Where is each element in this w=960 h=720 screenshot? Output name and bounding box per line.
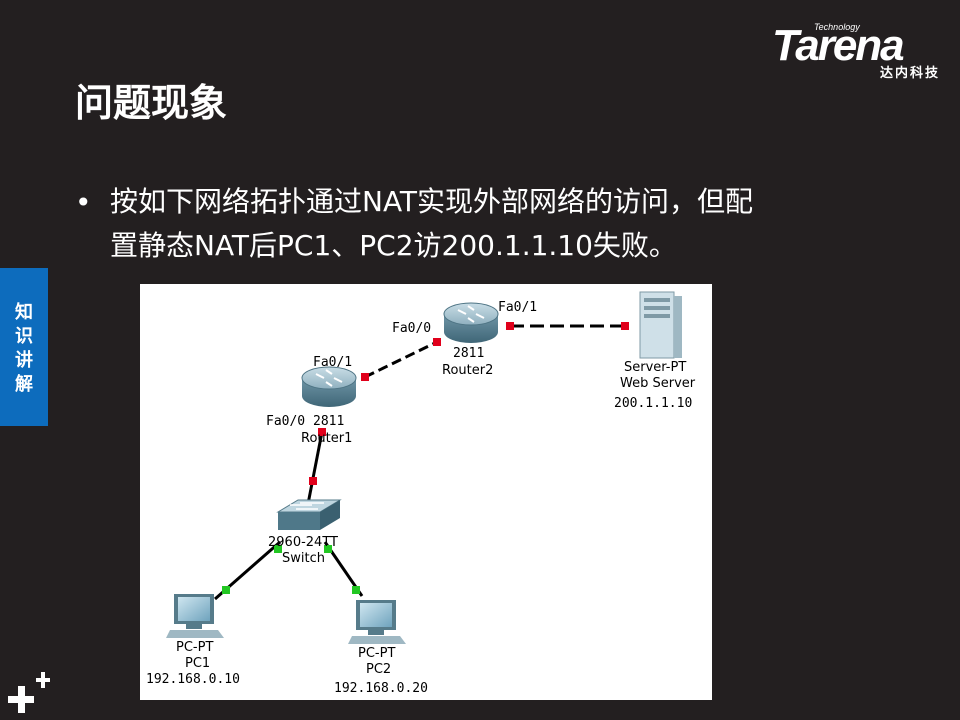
switch-icon[interactable] (276, 499, 342, 530)
router1-name-label: Router1 (301, 431, 352, 446)
server-type-label: Server-PT (624, 360, 686, 375)
link-dot-switch-pc2 (324, 545, 332, 553)
pc1-type-label: PC-PT (176, 640, 213, 655)
tarena-logo: Technology Tarena 达内科技 (772, 22, 942, 82)
server-name-label: Web Server (620, 376, 696, 391)
side-tab-char: 解 (15, 374, 33, 395)
router1-port-down-label: Fa0/0 (266, 414, 305, 429)
link-dot-r1-fa01 (361, 373, 369, 381)
router1-port-up-label: Fa0/1 (313, 355, 352, 370)
bullet-text: 按如下网络拓扑通过NAT实现外部网络的访问，但配 置静态NAT后PC1、PC2访… (110, 180, 870, 268)
pc2-icon[interactable] (348, 600, 406, 644)
switch-name-label: Switch (282, 551, 325, 566)
link-router1-switch (306, 431, 324, 505)
link-dot-r2-fa00 (433, 338, 441, 346)
bullet-text-line-1: 按如下网络拓扑通过NAT实现外部网络的访问，但配 (110, 185, 754, 218)
link-dot-switch-up (309, 477, 317, 485)
side-tab-label: 知识讲解 (0, 268, 48, 397)
link-dot-switch-pc1 (274, 545, 282, 553)
network-topology-diagram: Fa0/1 Fa0/0 2811 Router1 Fa0/0 Fa0/1 281… (140, 284, 712, 700)
router2-name-label: Router2 (442, 363, 493, 378)
link-dot-pc1 (222, 586, 230, 594)
link-dot-pc2 (352, 586, 360, 594)
plus-decoration-icon (8, 672, 50, 713)
link-dot-r1-fa00 (318, 428, 326, 436)
bullet-text-line-2: 置静态NAT后PC1、PC2访200.1.1.10失败。 (110, 229, 677, 262)
web-server-icon[interactable] (639, 291, 682, 359)
pc2-ip-label: 192.168.0.20 (334, 681, 428, 696)
router2-model-label: 2811 (453, 346, 484, 361)
side-tab-char: 识 (15, 326, 33, 347)
router2-icon[interactable] (443, 302, 499, 343)
slide-title: 问题现象 (75, 81, 228, 125)
link-dot-r2-fa01 (506, 322, 514, 330)
logo-sub-text: 达内科技 (879, 66, 940, 81)
side-tab-char: 知 (15, 302, 33, 323)
switch-model-label: 2960-24TT (268, 535, 338, 550)
link-router1-router2 (364, 340, 438, 379)
bullet-icon: • (75, 186, 92, 219)
knowledge-side-tab[interactable]: 知识讲解 (0, 268, 48, 426)
pc1-ip-label: 192.168.0.10 (146, 672, 240, 687)
link-dot-server (621, 322, 629, 330)
logo-technology-text: Technology (814, 22, 860, 32)
router2-port-left-label: Fa0/0 (392, 321, 431, 336)
side-tab-char: 讲 (15, 350, 33, 371)
server-ip-label: 200.1.1.10 (614, 396, 692, 411)
pc1-icon[interactable] (166, 594, 224, 638)
logo-brand-text: Tarena (772, 21, 905, 70)
pc2-name-label: PC2 (366, 662, 391, 677)
router1-model-label: 2811 (313, 414, 344, 429)
router1-icon[interactable] (301, 366, 357, 407)
pc2-type-label: PC-PT (358, 646, 395, 661)
router2-port-right-label: Fa0/1 (498, 300, 537, 315)
pc1-name-label: PC1 (185, 656, 210, 671)
